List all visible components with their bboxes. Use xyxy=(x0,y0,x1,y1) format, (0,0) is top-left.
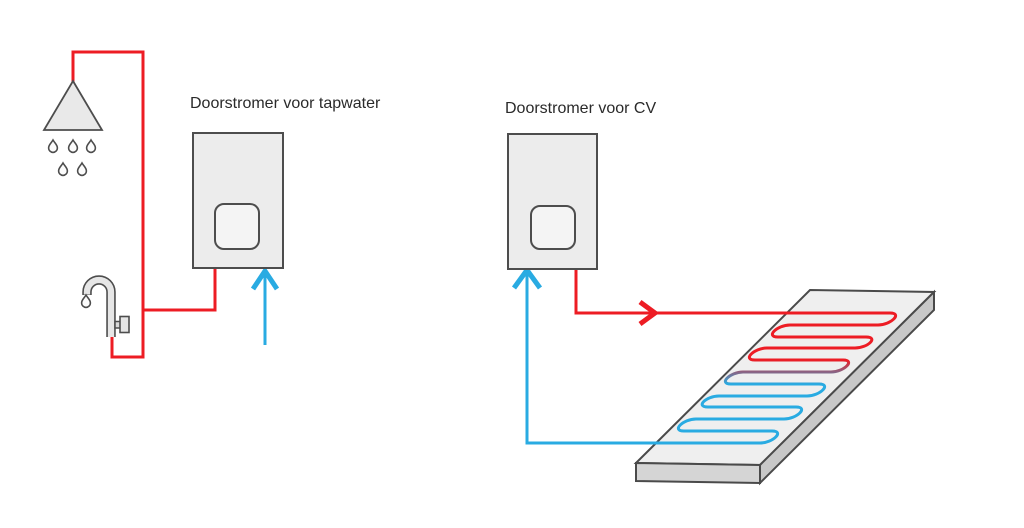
water-drop-icon xyxy=(67,139,79,154)
label-tapwater: Doorstromer voor tapwater xyxy=(190,95,381,112)
water-drop-icon xyxy=(80,294,92,309)
water-drop-icon xyxy=(76,162,88,177)
water-drop-icon xyxy=(47,139,59,154)
faucet-valve-knob xyxy=(119,315,130,334)
panel-front-face xyxy=(635,461,761,485)
tapwater-hot-pipe xyxy=(71,50,217,359)
cv-return-pipe xyxy=(525,271,657,445)
faucet-icon xyxy=(80,275,130,337)
boiler-cv-display xyxy=(530,205,576,250)
boiler-cv xyxy=(507,133,598,270)
boiler-tapwater-display xyxy=(214,203,260,250)
faucet-tube-body xyxy=(83,276,115,337)
cv-supply-arrow-icon xyxy=(638,299,660,327)
boiler-tapwater xyxy=(192,132,284,269)
panel-right-face xyxy=(759,289,935,486)
shower-icon xyxy=(42,79,104,177)
shower-head-triangle xyxy=(42,79,104,131)
cv-supply-coil-pipe xyxy=(574,269,897,445)
water-drop-icon xyxy=(85,139,97,154)
floor-heating-panel xyxy=(633,288,937,486)
water-drop-icon xyxy=(57,162,69,177)
tapwater-cold-inlet-arrow-icon xyxy=(250,266,280,291)
label-cv: Doorstromer voor CV xyxy=(505,100,656,117)
